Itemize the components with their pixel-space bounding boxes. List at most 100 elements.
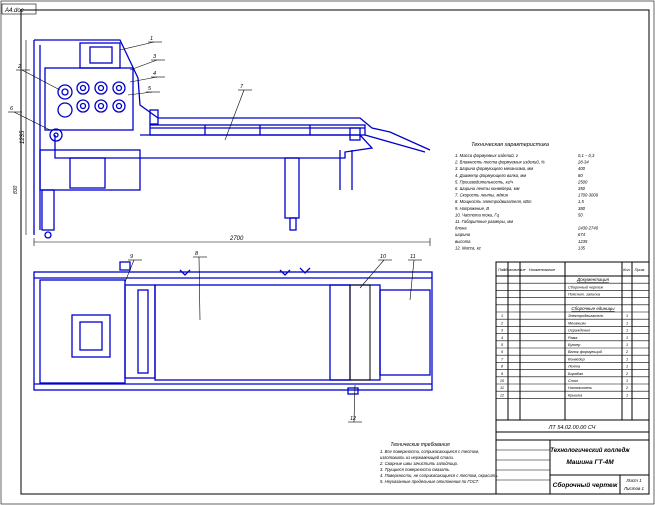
spec-row-label: 3. Ширина формующего механизма, мм xyxy=(455,166,533,171)
callout-number: 2 xyxy=(17,64,21,70)
forming-rollers xyxy=(57,81,126,118)
spec-row-name: Рама xyxy=(568,336,577,340)
spec-row-value: 50 xyxy=(578,212,583,217)
spec-row-value: 80 xyxy=(578,173,583,178)
tech-req-line: 1. Все поверхности, соприкасающиеся с те… xyxy=(380,449,479,454)
callout-leader xyxy=(359,259,385,289)
tech-spec-block: Техническая характеристика 1. Масса форм… xyxy=(454,142,599,250)
spec-row-pos: 1 xyxy=(501,314,503,318)
spec-row-pos: 3 xyxy=(501,329,504,333)
spec-row-label: высота xyxy=(455,239,471,244)
spec-row-pos: 8 xyxy=(501,365,504,369)
spec-row-value: 674 xyxy=(578,232,586,237)
callout-leader xyxy=(13,111,51,131)
spec-row-pos: 4 xyxy=(501,336,503,340)
corner-label: А4.doc xyxy=(4,8,24,14)
spec-row-qty: 1 xyxy=(626,336,628,340)
doc-row: Сборочный чертеж xyxy=(568,285,603,289)
spec-row-name: Механизм xyxy=(568,321,586,325)
doc-type: Сборочный чертеж xyxy=(553,481,619,489)
callout-leader xyxy=(129,59,158,71)
spec-row-label: 4. Диаметр формующего валка, мм xyxy=(455,173,526,178)
callout-number: 1 xyxy=(150,36,153,42)
spec-row-label: 5. Производительность, кг/ч xyxy=(455,179,514,184)
org-name: Технологический колледж xyxy=(550,447,630,454)
spec-row-qty: 2 xyxy=(625,386,629,390)
spec-row-qty: 1 xyxy=(626,321,628,325)
spec-row-qty: 1 xyxy=(626,329,628,333)
machine-name: Машина ГТ-4М xyxy=(566,459,614,466)
callout-leader xyxy=(127,91,153,96)
spec-row-qty: 1 xyxy=(626,357,628,361)
spec-row-name: Электродвигатель xyxy=(568,314,604,318)
section-docs: Документация xyxy=(576,277,609,282)
tech-req-title: Технические требования xyxy=(390,442,450,448)
callout-number: 7 xyxy=(240,84,244,90)
spec-row-name: Крышка xyxy=(568,393,582,397)
title-block: ЛТ 54.02.00.00 СЧ Технологический коллед… xyxy=(495,419,650,495)
tech-req-line: 4. Поверхности, не соприкасающиеся с тес… xyxy=(380,473,499,478)
spec-row-label: 6. Ширина ленты конвейера, мм xyxy=(455,186,520,191)
doc-code: ЛТ 54.02.00.00 СЧ xyxy=(548,425,596,431)
spec-row-pos: 7 xyxy=(501,357,504,361)
spec-row-label: 2. Влажность теста формуемых изделий, % xyxy=(454,160,545,165)
plan-tensioners xyxy=(179,267,311,276)
spec-table-header: Поз. xyxy=(498,268,506,272)
corner-stamp xyxy=(1,3,37,15)
spec-row-value: 400 xyxy=(578,166,586,171)
left-dimension: 830 xyxy=(13,185,19,194)
callout-number: 11 xyxy=(410,254,416,260)
spec-row-name: Ограждение xyxy=(568,329,590,333)
spec-row-label: длина xyxy=(455,226,467,231)
spec-row-name: Лента xyxy=(567,365,580,369)
tech-req-block: Технические требования 1. Все поверхност… xyxy=(379,442,499,484)
callout-number: 10 xyxy=(380,254,387,260)
spec-row-value: 1700-3000 xyxy=(578,193,599,198)
spec-row-qty: 2 xyxy=(625,350,629,354)
spec-row-qty: 2 xyxy=(625,372,629,376)
spec-row-name: Валок формующий xyxy=(568,350,603,354)
callout-leader xyxy=(129,76,158,83)
callout-number: 4 xyxy=(153,71,156,77)
callout-number: 8 xyxy=(195,251,199,257)
tech-req-line: изготовить из нержавеющей стали. xyxy=(380,455,454,460)
spec-row-label: 9. Напряжение, В xyxy=(455,206,489,211)
spec-row-label: 7. Скорость ленты, м/мин xyxy=(455,193,509,198)
spec-row-value: 350 xyxy=(578,186,586,191)
leg-left xyxy=(41,189,55,231)
tech-req-line: 3. Трущиеся поверхности смазать. xyxy=(380,467,450,472)
spec-row-qty: 1 xyxy=(626,393,628,397)
section-units: Сборочные единицы xyxy=(571,306,615,311)
callout-leader xyxy=(409,259,415,301)
plan-view xyxy=(33,261,433,395)
spec-row-label: 10. Частота тока, Гц xyxy=(455,212,500,217)
spec-row-label: 11. Габаритные размеры, мм xyxy=(455,219,513,224)
spec-row-name: Натяжитель xyxy=(568,386,592,390)
spec-table-header: Кол. xyxy=(623,268,630,272)
spec-row-name: Стол xyxy=(568,379,579,383)
spec-row-value: 2430-2740 xyxy=(577,226,599,231)
length-dimension: 2700 xyxy=(229,236,244,242)
spec-row-pos: 10 xyxy=(500,379,505,383)
spec-row-label: 8. Мощность электродвигателя, кВт xyxy=(455,199,532,204)
spec-row-pos: 6 xyxy=(501,350,504,354)
spec-row-label: ширина xyxy=(455,232,471,237)
callout-leader xyxy=(353,384,356,423)
spec-row-name: Конвейер xyxy=(568,357,585,361)
spec-row-name: Бункер xyxy=(568,343,580,347)
spec-row-value: 380 xyxy=(578,206,586,211)
spec-row-pos: 11 xyxy=(500,386,504,390)
height-dimension: 1235 xyxy=(20,130,26,144)
spec-row-pos: 9 xyxy=(501,372,504,376)
spec-row-qty: 1 xyxy=(626,365,628,369)
spec-table-header: Обозначение xyxy=(502,268,525,272)
spec-row-name: Барабан xyxy=(568,372,584,376)
spec-row-qty: 1 xyxy=(626,343,628,347)
spec-row-pos: 12 xyxy=(500,393,505,397)
callout-leader xyxy=(21,69,61,91)
callout-leader xyxy=(119,41,155,51)
